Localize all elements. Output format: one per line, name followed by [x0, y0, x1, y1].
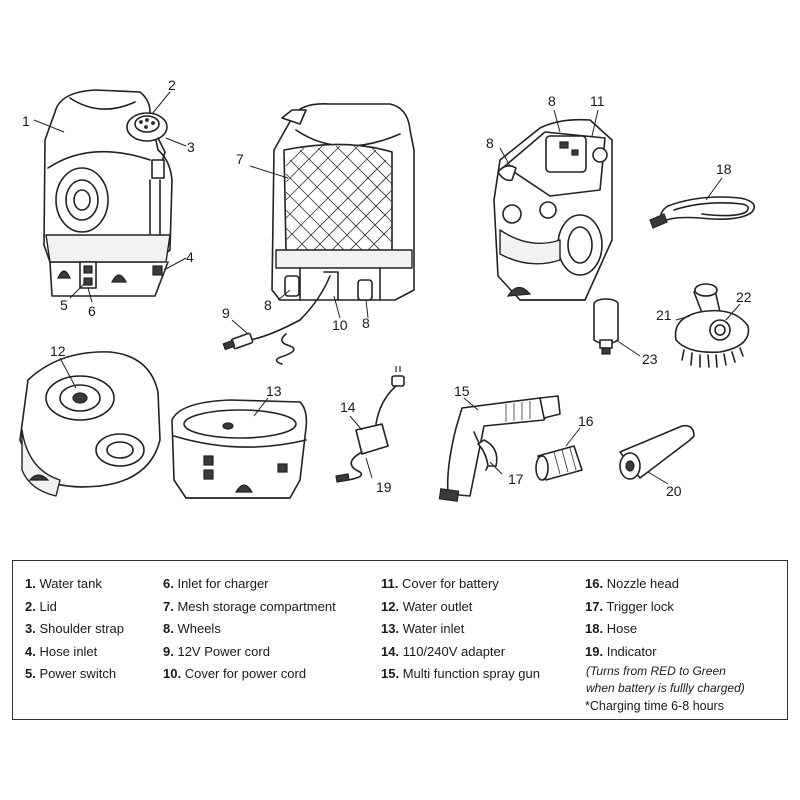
callout-4: 4: [186, 249, 194, 265]
parts-diagram: 1 2 3 4 5 6 7 8 8 10 8 8 11 18 21 22 23 …: [19, 77, 756, 502]
legend-item: 13. Water inlet: [381, 621, 465, 636]
callout-7: 7: [236, 151, 244, 167]
callout-8b: 8: [362, 315, 370, 331]
legend-item: 11. Cover for battery: [381, 576, 499, 591]
legend-column-3: 11. Cover for battery 12. Water outlet 1…: [381, 573, 540, 686]
unit-front-view: [43, 89, 173, 297]
callout-22: 22: [736, 289, 752, 305]
adapter-drawing: [335, 366, 405, 483]
legend-item: 2. Lid: [25, 598, 57, 614]
callout-8: 8: [264, 297, 272, 313]
legend-column-2: 6. Inlet for charger 7. Mesh storage com…: [163, 573, 336, 686]
leader-lines: [33, 91, 741, 485]
callout-12: 12: [50, 343, 66, 359]
mesh-pattern: [285, 145, 393, 261]
spray-gun-drawing: [438, 395, 561, 502]
unit-lower-base: [171, 399, 308, 499]
callout-16: 16: [578, 413, 594, 429]
legend-item: 12. Water outlet: [381, 598, 473, 614]
callout-13: 13: [266, 383, 282, 399]
nozzle-head-drawing: [535, 445, 583, 481]
brush-attachment: [674, 283, 750, 368]
callout-3: 3: [187, 139, 195, 155]
callout-2: 2: [168, 77, 176, 93]
callout-15: 15: [454, 383, 470, 399]
callout-19: 19: [376, 479, 392, 495]
legend-item: 15. Multi function spray gun: [381, 666, 540, 681]
legend-item: 1. Water tank: [25, 576, 102, 591]
legend-item: 17. Trigger lock: [585, 598, 674, 614]
unit-underside-view: [19, 351, 161, 497]
legend-item: 7. Mesh storage compartment: [163, 598, 336, 614]
callout-10: 10: [332, 317, 348, 333]
callout-9: 9: [222, 305, 230, 321]
hose-drawing: [649, 196, 756, 229]
legend-item: 3. Shoulder strap: [25, 621, 125, 636]
indicator-note-line-1: (Turns from RED to Green: [586, 664, 726, 678]
callout-numbers: 1 2 3 4 5 6 7 8 8 10 8 8 11 18 21 22 23 …: [22, 77, 752, 499]
callout-14: 14: [340, 399, 356, 415]
indicator-note-line-2: when battery is fullly charged): [586, 681, 745, 695]
extension-nozzle-drawing: [619, 424, 695, 480]
callout-8d: 8: [486, 135, 494, 151]
charging-time-note: *Charging time 6-8 hours: [585, 699, 724, 713]
callout-1: 1: [22, 113, 30, 129]
callout-23: 23: [642, 351, 658, 367]
filter-part: [593, 298, 619, 355]
callout-11: 11: [590, 93, 605, 109]
legend-item: 8. Wheels: [163, 621, 221, 636]
legend-item: 19. Indicator: [585, 643, 657, 659]
legend-item: 9. 12V Power cord: [163, 643, 270, 659]
unit-back-view: [222, 102, 415, 365]
legend-item: 5. Power switch: [25, 666, 117, 681]
legend-column-1: 1. Water tank 2. Lid 3. Shoulder strap 4…: [25, 573, 124, 686]
callout-17: 17: [508, 471, 524, 487]
legend-item: 14. 110/240V adapter: [381, 643, 506, 659]
callout-6: 6: [88, 303, 96, 319]
legend-item: 10. Cover for power cord: [163, 666, 307, 681]
legend-item: 6. Inlet for charger: [163, 576, 269, 591]
legend-column-4: 16. Nozzle head 17. Trigger lock 18. Hos…: [585, 573, 745, 716]
callout-20: 20: [666, 483, 682, 499]
callout-5: 5: [60, 297, 68, 313]
unit-top-view: [493, 118, 613, 301]
callout-18: 18: [716, 161, 732, 177]
parts-legend: 1. Water tank 2. Lid 3. Shoulder strap 4…: [12, 560, 788, 720]
legend-item: 18. Hose: [585, 621, 638, 636]
legend-item: 16. Nozzle head: [585, 576, 679, 591]
callout-8c: 8: [548, 93, 556, 109]
legend-item: 4. Hose inlet: [25, 643, 98, 659]
callout-21: 21: [656, 307, 672, 323]
